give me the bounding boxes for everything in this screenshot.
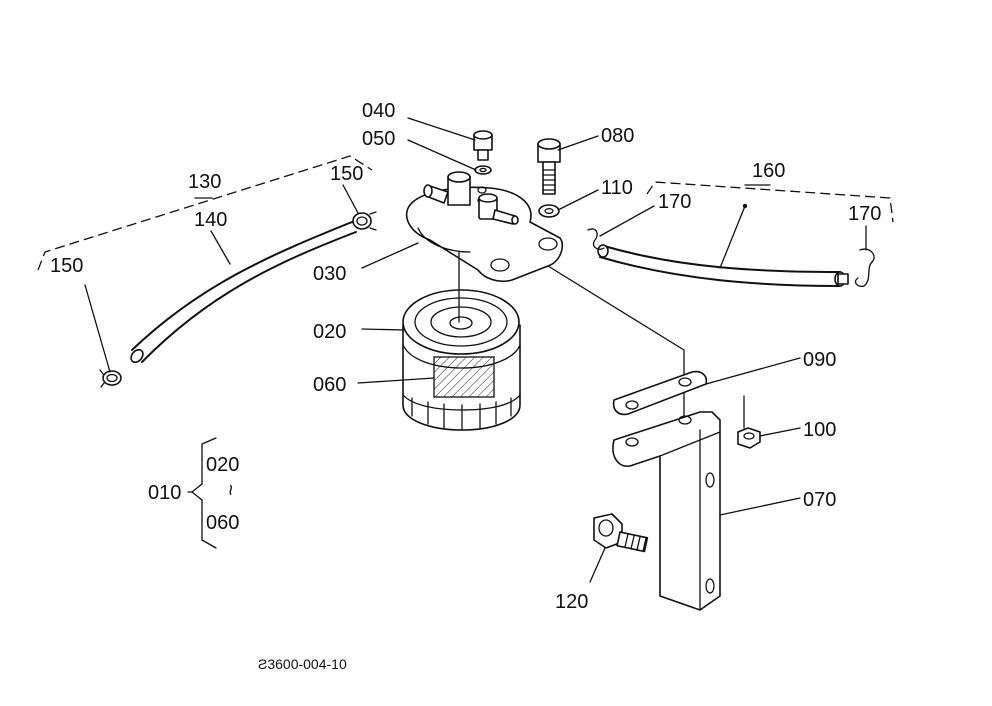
leader-lines bbox=[84, 117, 867, 583]
mount-axis bbox=[547, 265, 685, 379]
label-010: 010 bbox=[148, 482, 181, 504]
label-080: 080 bbox=[601, 125, 634, 147]
hose-clamp-150-upper bbox=[352, 211, 377, 231]
washer-110 bbox=[538, 204, 560, 218]
clip-170-right bbox=[854, 248, 875, 288]
filter-head-030 bbox=[405, 171, 564, 283]
label-040: 040 bbox=[362, 100, 395, 122]
label-170-left: 170 bbox=[658, 191, 691, 213]
stay-070 bbox=[612, 395, 745, 611]
filter-element-060 bbox=[433, 356, 495, 398]
label-170-right: 170 bbox=[848, 203, 881, 225]
label-140: 140 bbox=[194, 209, 227, 231]
kit-label-020: 020 bbox=[206, 454, 239, 476]
drawing-code: Ƨ3600-004-10 bbox=[258, 656, 347, 672]
label-060: 060 bbox=[313, 374, 346, 396]
label-100: 100 bbox=[803, 419, 836, 441]
label-050: 050 bbox=[362, 128, 395, 150]
label-090: 090 bbox=[803, 349, 836, 371]
label-150-left: 150 bbox=[50, 255, 83, 277]
nut-100 bbox=[737, 427, 761, 449]
label-160: 160 bbox=[752, 160, 785, 182]
bolt-120 bbox=[593, 513, 649, 553]
kit-label-tilde: ~ bbox=[219, 484, 241, 496]
plug-040 bbox=[473, 130, 493, 161]
kit-bracket-010 bbox=[187, 437, 217, 549]
label-120: 120 bbox=[555, 591, 588, 613]
washer-050 bbox=[474, 165, 492, 175]
group-160-bracket bbox=[646, 181, 894, 223]
clip-170-left bbox=[587, 228, 605, 250]
bolt-080 bbox=[537, 138, 561, 195]
label-070: 070 bbox=[803, 489, 836, 511]
label-020: 020 bbox=[313, 321, 346, 343]
label-150-upper: 150 bbox=[330, 163, 363, 185]
kit-label-060: 060 bbox=[206, 512, 239, 534]
hose-clamp-150-left bbox=[99, 369, 122, 388]
label-130: 130 bbox=[188, 171, 221, 193]
group-130-bracket bbox=[37, 155, 373, 271]
hose-160 bbox=[597, 244, 849, 287]
label-030: 030 bbox=[313, 263, 346, 285]
label-110: 110 bbox=[601, 177, 633, 199]
filter-cartridge-020 bbox=[402, 289, 521, 431]
hose-140 bbox=[130, 221, 357, 364]
bracket-plate-090 bbox=[612, 370, 708, 416]
